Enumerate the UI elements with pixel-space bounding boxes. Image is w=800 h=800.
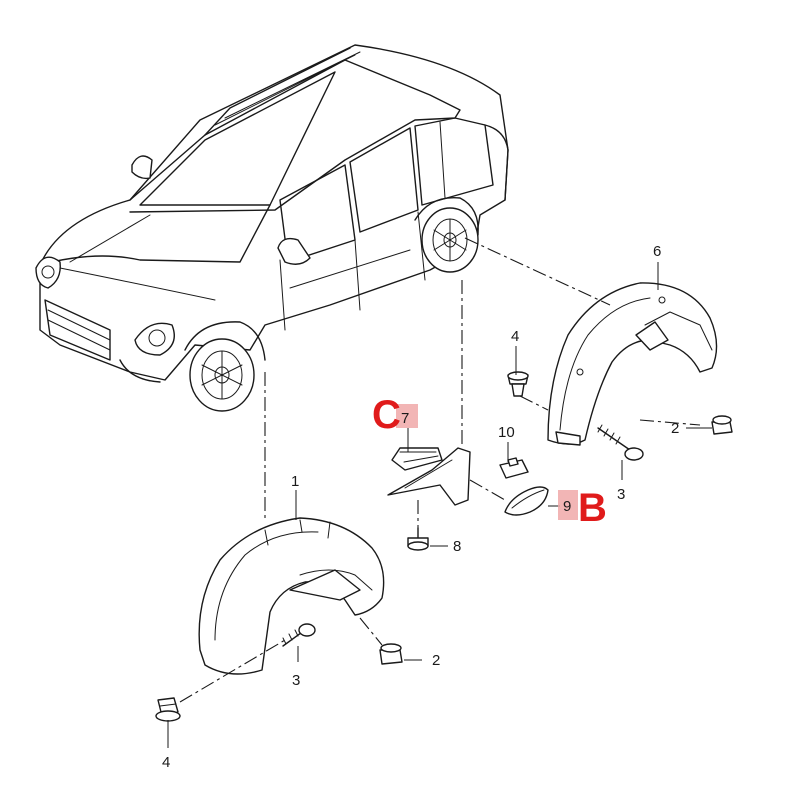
callout-1: 1 [291, 473, 299, 490]
nut-left [379, 643, 403, 665]
callout-3-left: 3 [292, 672, 300, 689]
assembly-lines [179, 237, 701, 703]
leader-lines [167, 262, 712, 748]
marker-letter-c: C [372, 393, 401, 437]
rear-wheel-arch-liner [547, 282, 718, 446]
callout-4-lower: 4 [162, 754, 170, 771]
callout-3-right: 3 [617, 486, 625, 503]
mud-flap-bracket [387, 447, 471, 506]
callout-9: 9 [563, 498, 571, 515]
screw-left [282, 623, 316, 647]
callout-10: 10 [498, 424, 515, 441]
bolt-8 [407, 527, 429, 551]
callout-numbers: 1 6 4 2 10 3 7 9 8 2 3 4 [162, 243, 679, 771]
callout-6: 6 [653, 243, 661, 260]
marker-c-highlight [396, 404, 418, 428]
nut-right [711, 415, 733, 435]
car-illustration [35, 44, 509, 412]
marker-letter-b: B [578, 486, 607, 530]
screw-right [597, 424, 644, 461]
callout-2-right: 2 [671, 420, 679, 437]
trim-piece [504, 486, 549, 516]
callout-2-left: 2 [432, 652, 440, 669]
front-wheel-arch-liner [198, 517, 385, 675]
clip-fastener [499, 457, 529, 479]
marker-b-highlight [558, 490, 578, 520]
callout-8: 8 [453, 538, 461, 555]
push-rivet-upper [507, 371, 529, 397]
callout-4-upper: 4 [511, 328, 519, 345]
push-rivet-lower [155, 697, 181, 722]
callout-7: 7 [401, 410, 409, 427]
